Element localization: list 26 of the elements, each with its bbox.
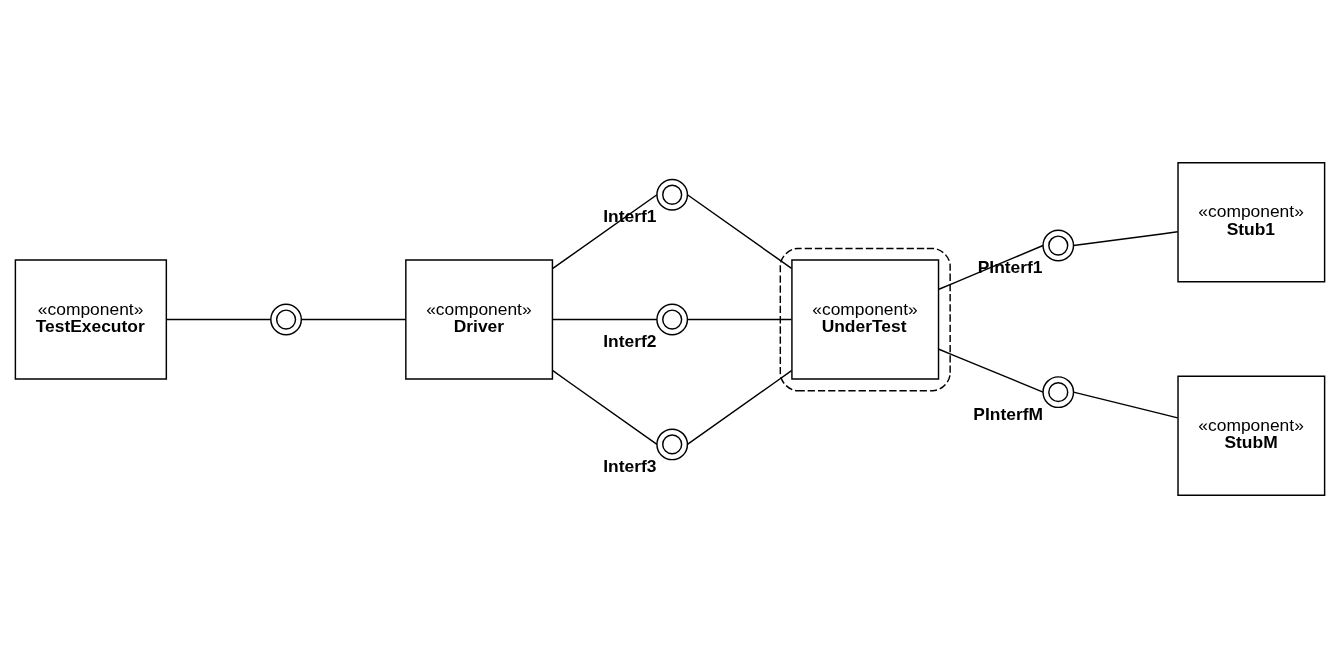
- node-box: «component» StubM: [1177, 374, 1326, 496]
- node-circle: [656, 427, 689, 460]
- connector: [552, 369, 658, 445]
- connector: [938, 348, 1044, 393]
- connector: [686, 369, 793, 445]
- connector: [1072, 230, 1179, 246]
- node-circle: [270, 303, 303, 336]
- node-box: «component» UnderTest: [791, 258, 940, 380]
- node-circle: [656, 303, 689, 336]
- node-label: PInterfM: [973, 403, 1043, 424]
- connector: [552, 193, 658, 269]
- connector: [686, 318, 793, 320]
- connector: [300, 318, 407, 320]
- connector: [552, 318, 658, 320]
- node-label: Interf2: [603, 330, 657, 351]
- node-circle: [656, 178, 689, 211]
- node-circle: [1042, 375, 1075, 408]
- cluster: [779, 247, 951, 391]
- connector: [165, 318, 272, 320]
- node-box: «component» Stub1: [1177, 161, 1326, 283]
- node-label: Interf3: [603, 455, 657, 476]
- connector: [1072, 390, 1179, 419]
- node-box: «component» TestExecutor: [14, 258, 168, 380]
- connector: [686, 193, 793, 269]
- node-circle: [1042, 229, 1075, 261]
- node-box: «component» Driver: [405, 258, 554, 380]
